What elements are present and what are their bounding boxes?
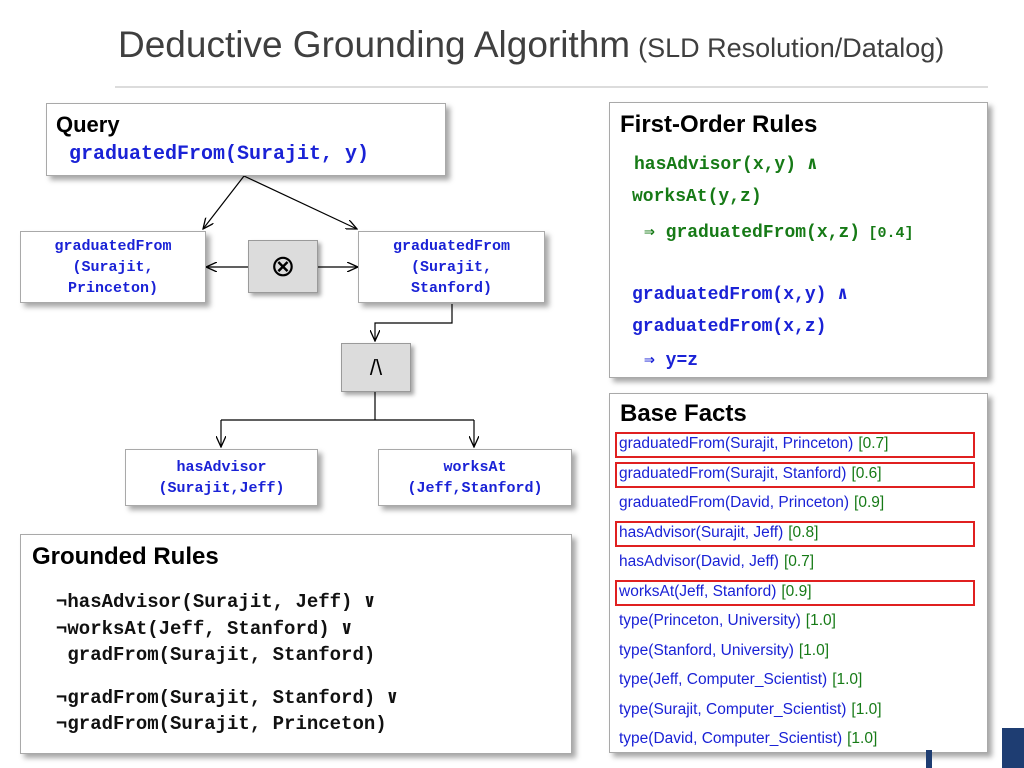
rule1-line-3-wrap: ⇒ graduatedFrom(x,z) [0.4] xyxy=(644,221,914,243)
title-divider xyxy=(115,86,988,88)
fact-text: graduatedFrom(Surajit, Princeton) xyxy=(619,435,854,452)
node-graduated-stanford: graduatedFrom (Surajit, Stanford) xyxy=(358,231,545,303)
fact-row: hasAdvisor(Surajit, Jeff)[0.8] xyxy=(619,524,818,542)
fact-probability: [0.7] xyxy=(858,435,889,452)
and-symbol: /\ xyxy=(369,354,383,380)
rule2-line-1: graduatedFrom(x,y) ∧ xyxy=(632,285,849,305)
arrow-query-to-right xyxy=(243,175,357,229)
query-box: Query graduatedFrom(Surajit, y) xyxy=(46,103,446,176)
fact-text: hasAdvisor(Surajit, Jeff) xyxy=(619,523,784,541)
logo-fragment xyxy=(926,728,1024,768)
query-text: graduatedFrom(Surajit, y) xyxy=(69,143,370,166)
slide-title: Deductive Grounding Algorithm(SLD Resolu… xyxy=(118,24,944,66)
node-advisor-line-2: (Surajit,Jeff) xyxy=(158,479,285,497)
node-left-line-3: Princeton) xyxy=(67,279,158,297)
grounded-line-2: ¬worksAt(Jeff, Stanford) ∨ xyxy=(56,618,353,640)
title-subtitle: (SLD Resolution/Datalog) xyxy=(638,33,945,63)
fact-highlight xyxy=(615,579,975,606)
grounded-rules-header: Grounded Rules xyxy=(32,543,219,570)
node-advisor-line-1: hasAdvisor xyxy=(176,458,267,476)
fact-probability: [1.0] xyxy=(832,671,863,688)
fact-row: graduatedFrom(Surajit, Stanford)[0.6] xyxy=(619,465,882,483)
grounded-rules-box: Grounded Rules ¬hasAdvisor(Surajit, Jeff… xyxy=(20,534,572,754)
node-graduated-princeton: graduatedFrom (Surajit, Princeton) xyxy=(20,231,206,303)
fact-row: graduatedFrom(David, Princeton)[0.9] xyxy=(619,494,884,512)
base-facts-box: Base Facts xyxy=(609,393,988,753)
fact-row: type(Surajit, Computer_Scientist)[1.0] xyxy=(619,701,882,719)
first-order-rules-header: First-Order Rules xyxy=(620,111,818,138)
rule1-weight: [0.4] xyxy=(868,225,914,242)
node-left-line-2: (Surajit, xyxy=(72,258,154,276)
node-right-line-3: Stanford) xyxy=(410,279,492,297)
fact-highlight xyxy=(615,461,975,488)
fact-highlight xyxy=(615,432,975,458)
fact-probability: [0.6] xyxy=(851,464,882,482)
fact-text: type(Surajit, Computer_Scientist) xyxy=(619,700,847,718)
fact-row: hasAdvisor(David, Jeff)[0.7] xyxy=(619,553,814,571)
arrow-right-to-and xyxy=(375,304,453,341)
fact-text: worksAt(Jeff, Stanford) xyxy=(619,582,777,600)
fact-text: graduatedFrom(Surajit, Stanford) xyxy=(619,464,847,482)
grounded-line-4: ¬gradFrom(Surajit, Stanford) ∨ xyxy=(56,687,399,709)
xor-symbol: ⊗ xyxy=(270,250,296,283)
fact-text: type(Stanford, University) xyxy=(619,641,794,659)
fact-row: worksAt(Jeff, Stanford)[0.9] xyxy=(619,583,812,601)
fact-text: type(Jeff, Computer_Scientist) xyxy=(619,671,828,688)
fact-row: type(Stanford, University)[1.0] xyxy=(619,642,829,660)
rule1-line-3: ⇒ graduatedFrom(x,z) xyxy=(644,223,861,243)
fact-text: hasAdvisor(David, Jeff) xyxy=(619,553,779,570)
rule2-line-3: ⇒ y=z xyxy=(644,351,699,371)
rule1-line-2: worksAt(y,z) xyxy=(632,187,762,207)
grounded-line-1: ¬hasAdvisor(Surajit, Jeff) ∨ xyxy=(56,591,376,613)
fact-probability: [0.9] xyxy=(854,494,885,511)
xor-operator: ⊗ xyxy=(248,240,318,293)
and-operator: /\ xyxy=(341,343,411,392)
node-works-line-1: worksAt xyxy=(443,458,507,476)
node-right-line-1: graduatedFrom xyxy=(392,237,511,255)
fact-row: type(Jeff, Computer_Scientist)[1.0] xyxy=(619,671,862,689)
fact-text: type(David, Computer_Scientist) xyxy=(619,730,843,747)
fact-text: type(Princeton, University) xyxy=(619,612,801,629)
fact-probability: [1.0] xyxy=(847,730,878,747)
rule2-line-2: graduatedFrom(x,z) xyxy=(632,317,827,337)
grounded-line-5: ¬gradFrom(Surajit, Princeton) xyxy=(56,713,387,735)
node-right-line-2: (Surajit, xyxy=(410,258,492,276)
grounded-line-3: gradFrom(Surajit, Stanford) xyxy=(56,644,376,666)
query-header: Query xyxy=(56,112,120,137)
fact-probability: [0.9] xyxy=(781,582,812,600)
fact-probability: [0.8] xyxy=(788,523,819,541)
fact-probability: [1.0] xyxy=(798,641,830,659)
fact-probability: [0.7] xyxy=(783,553,815,570)
fact-highlight xyxy=(615,520,975,547)
base-facts-header: Base Facts xyxy=(620,400,747,427)
fact-row: type(David, Computer_Scientist)[1.0] xyxy=(619,730,877,748)
fact-probability: [1.0] xyxy=(805,612,836,629)
node-works-at: worksAt (Jeff,Stanford) xyxy=(378,449,572,506)
node-left-line-1: graduatedFrom xyxy=(54,237,172,255)
node-has-advisor: hasAdvisor (Surajit,Jeff) xyxy=(125,449,318,506)
fact-text: graduatedFrom(David, Princeton) xyxy=(619,494,850,511)
rule1-line-1: hasAdvisor(x,y) ∧ xyxy=(634,155,818,175)
title-main: Deductive Grounding Algorithm xyxy=(118,24,631,65)
first-order-rules-box: First-Order Rules hasAdvisor(x,y) ∧ work… xyxy=(609,102,988,378)
fact-probability: [1.0] xyxy=(851,700,882,718)
node-works-line-2: (Jeff,Stanford) xyxy=(407,479,543,497)
fact-row: type(Princeton, University)[1.0] xyxy=(619,612,836,630)
arrow-query-to-left xyxy=(203,175,245,229)
fact-row: graduatedFrom(Surajit, Princeton)[0.7] xyxy=(619,435,889,453)
